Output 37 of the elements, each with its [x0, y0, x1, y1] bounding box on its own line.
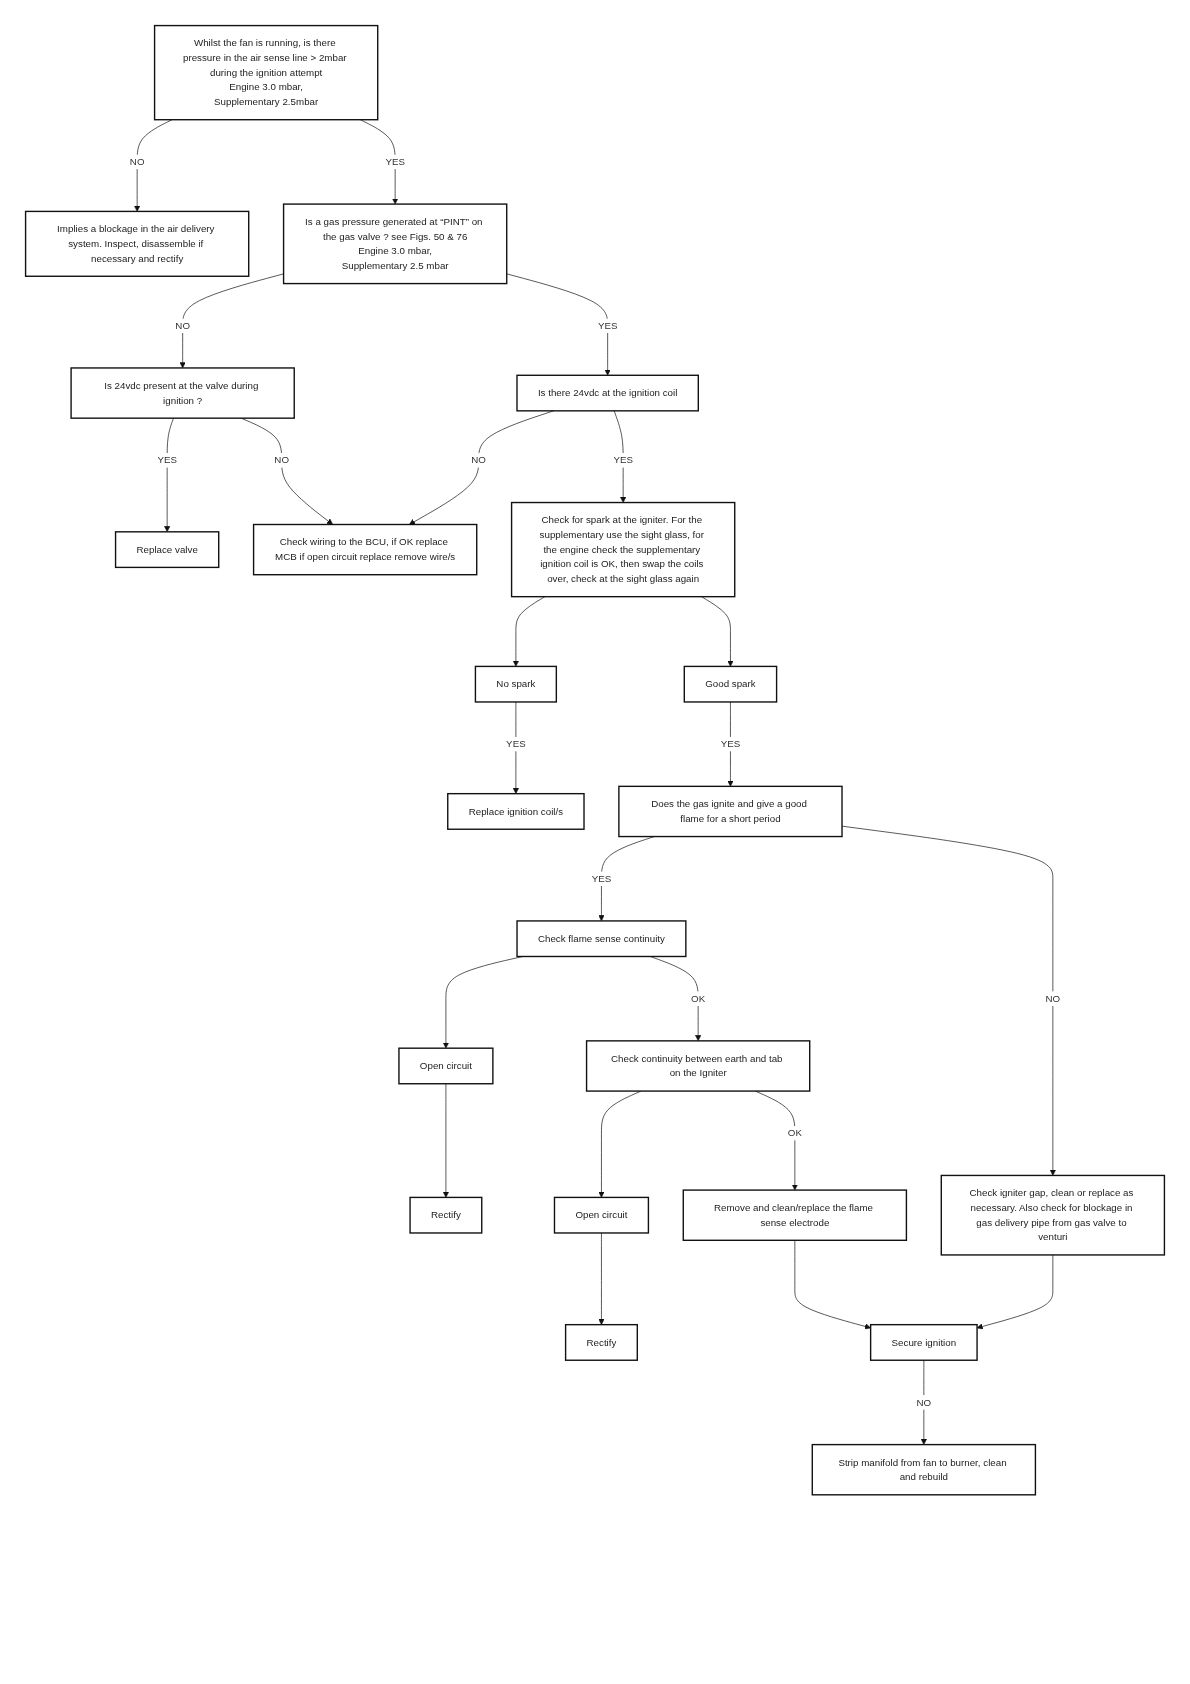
node-box: Implies a blockage in the air delivery system. Inspect, disassemble if necessary and rectify — [24, 210, 250, 277]
node-box: No spark — [474, 665, 558, 703]
edge-label: YES — [591, 872, 612, 884]
node-box: Replace valve — [114, 531, 220, 569]
node-box: Rectify — [564, 1323, 638, 1361]
edge-label: NO — [129, 155, 145, 168]
edge-label: YES — [157, 454, 177, 466]
edge-label: YES — [385, 155, 405, 168]
node-box: Check wiring to the BCU, if OK replace MCB if open circuit replace remove wire/s — [252, 523, 478, 576]
edge-label: OK — [787, 1127, 802, 1139]
edge-label: YES — [613, 454, 633, 466]
node-box: Good spark — [683, 665, 778, 703]
edge-label: YES — [597, 319, 618, 331]
node-box: Check continuity between earth and tab on the Igniter — [585, 1040, 811, 1092]
node-box: Does the gas ignite and give a good flame for a short period — [618, 785, 843, 838]
node-box: Check for spark at the igniter. For the supplementary use the sight glass, for the engine check the supplementary ignition coil is OK, then swap the coils over, check at the sight glass again — [510, 501, 736, 598]
node-box: Is there 24vdc at the ignition coil — [516, 374, 699, 412]
node-box: Open circuit — [553, 1196, 650, 1234]
edge-label: NO — [471, 454, 486, 466]
edge-label: NO — [175, 319, 190, 331]
node-box: Whilst the fan is running, is there pressure in the air sense line > 2mbar during the ignition attempt Engine 3.0 mbar, Supplementary 2.5mbar — [153, 24, 379, 121]
edge-label: NO — [916, 1396, 932, 1408]
node-box: Rectify — [409, 1196, 483, 1234]
node-box: Open circuit — [398, 1047, 494, 1085]
node-box: Check igniter gap, clean or replace as necessary. Also check for blockage in gas delivery pipe from gas valve to venturi — [940, 1174, 1166, 1256]
node-box: Is a gas pressure generated at “PINT” on the gas valve ? see Figs. 50 & 76 Engine 3.0 mbar, Supplementary 2.5 mbar — [282, 203, 508, 285]
edge-label: YES — [506, 738, 526, 750]
node-box: Remove and clean/replace the flame sense electrode — [682, 1189, 908, 1241]
node-box: Replace ignition coil/s — [447, 792, 585, 830]
node-box: Strip manifold from fan to burner, clean and rebuild — [811, 1443, 1037, 1496]
node-box: Secure ignition — [869, 1323, 978, 1361]
edge-label: NO — [274, 454, 289, 466]
edge-label: NO — [1045, 992, 1061, 1004]
node-box: Is 24vdc present at the valve during ignition ? — [70, 367, 295, 419]
node-box: Check flame sense continuity — [516, 920, 687, 958]
edge-label: OK — [691, 992, 706, 1004]
edge-label: YES — [720, 738, 741, 750]
